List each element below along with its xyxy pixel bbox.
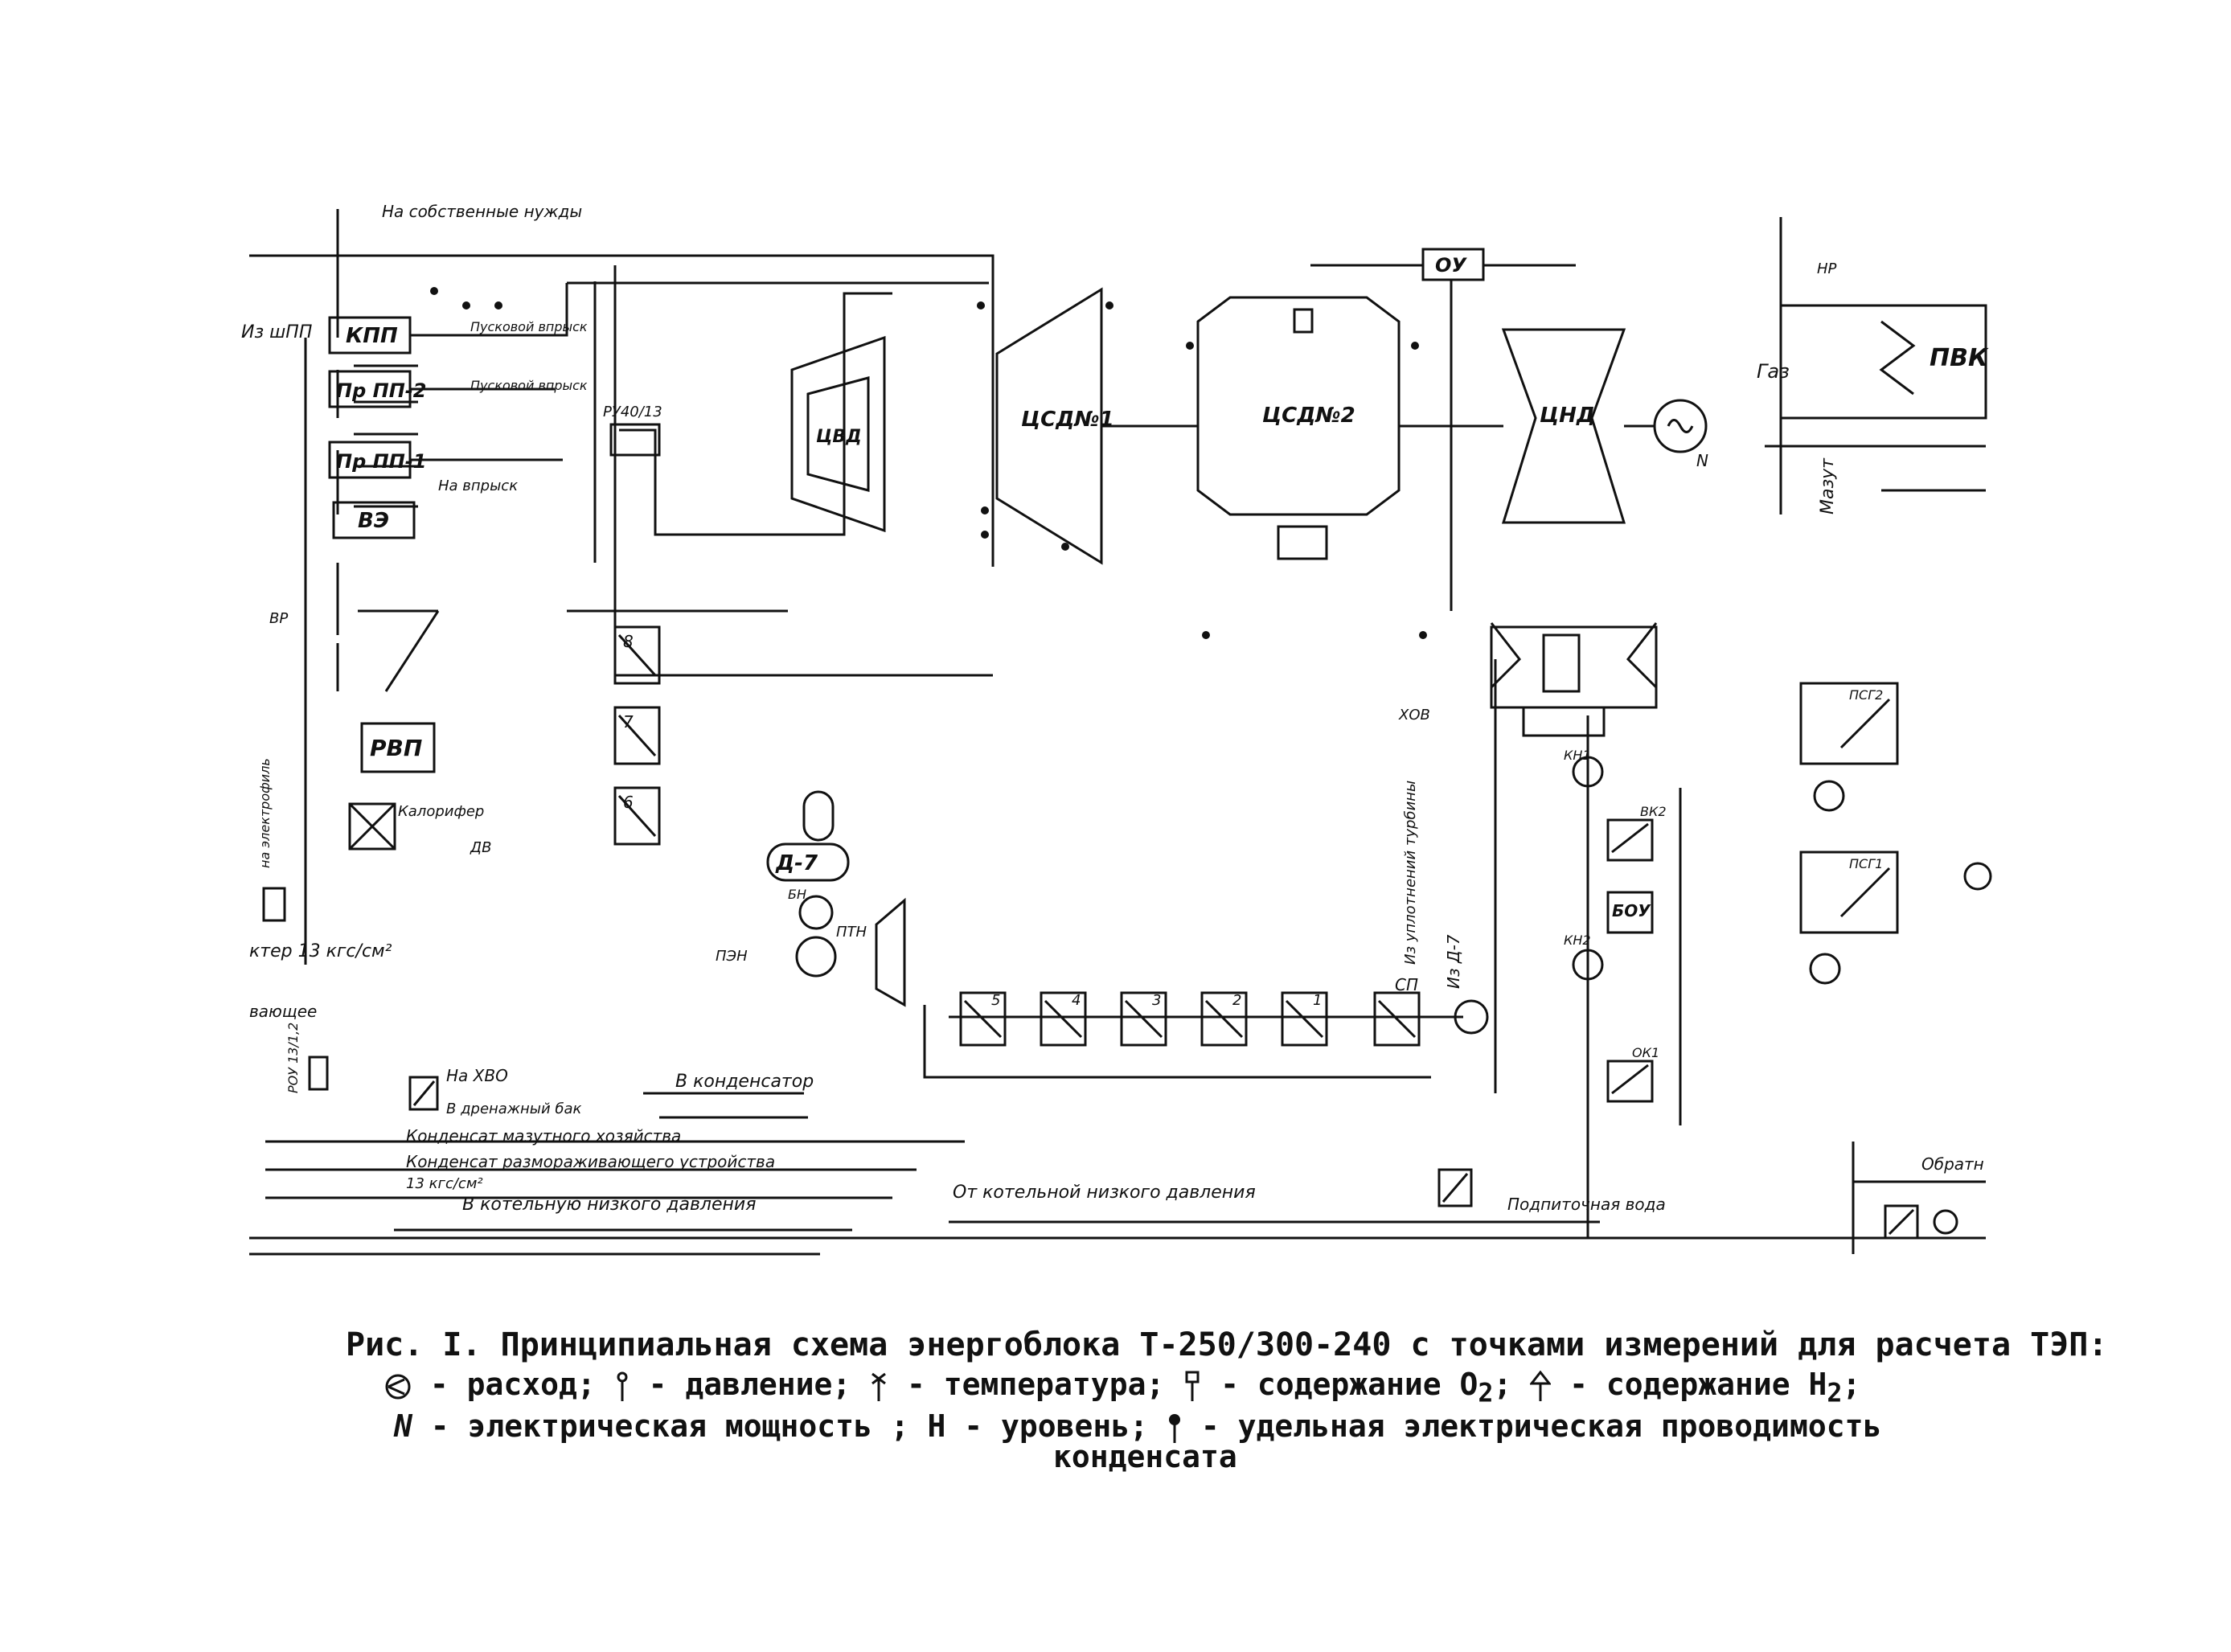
kpp-label: КПП [346, 324, 398, 348]
cvd-label: ЦВД [816, 427, 862, 447]
p13-label: 13 кгс/см² [406, 1175, 483, 1192]
hp7-label: 7 [623, 712, 634, 732]
cnd-shape [1501, 328, 1626, 524]
lp4-label: 4 [1072, 992, 1081, 1009]
hp6-box [613, 786, 661, 846]
boiler-low-label: В котельную низкого давления [462, 1195, 756, 1215]
flow-meter-icon [385, 1374, 411, 1399]
startup-injection-2-label: Пусковой впрыск [470, 378, 588, 393]
legend-level: - уровень; [964, 1408, 1149, 1444]
caption-title: Рис. I. Принципиальная схема энергоблока… [346, 1326, 2108, 1363]
own-needs-label: На собственные нужды [382, 202, 582, 221]
left-fragment-label: вающее [249, 1002, 317, 1021]
legend-conductivity: - удельная электрическая проводимость [1200, 1408, 1882, 1444]
psg2-label: ПСГ2 [1849, 687, 1883, 703]
csd2-shape [1196, 296, 1401, 516]
kn2-label: КН2 [1564, 933, 1591, 948]
lp-heaters [959, 991, 1421, 1047]
ptn-label: ПТН [836, 924, 867, 941]
legend-o2: - содержание O [1220, 1367, 1478, 1402]
rvp-box [360, 722, 436, 773]
pressure-icon [617, 1371, 628, 1401]
psg1-label: ПСГ1 [1849, 856, 1883, 871]
caption-legend-line3: конденсата [1053, 1439, 1237, 1474]
csd2-label: ЦСД№2 [1262, 404, 1355, 428]
d7-tank [766, 842, 850, 882]
lp2-label: 2 [1232, 992, 1241, 1009]
hp7-box [613, 706, 661, 765]
vr-label: ВР [269, 610, 288, 627]
from-d7-label: Из Д-7 [1444, 934, 1463, 989]
d7-label: Д-7 [775, 851, 818, 875]
lp1-label: 1 [1313, 992, 1322, 1009]
bou-label: БОУ [1612, 901, 1651, 920]
gas-label: Газ [1757, 360, 1790, 383]
ve-label: ВЭ [358, 509, 389, 533]
o2-icon [1185, 1371, 1200, 1401]
ru-box [609, 423, 661, 457]
mazut-condensate-label: Конденсат мазутного хозяйства [406, 1126, 681, 1146]
rvp-label: РВП [370, 735, 422, 761]
ou-label: ОУ [1435, 254, 1467, 277]
from-seals-label: Из уплотнений турбины [1402, 781, 1419, 965]
generator-n-label: N [1696, 451, 1708, 470]
psg2-box [1799, 682, 1899, 765]
return-label: Обратн [1921, 1154, 1984, 1174]
thaw-condensate-label: Конденсат размораживающего устройства [406, 1152, 775, 1171]
lp5-label: 5 [991, 992, 1000, 1009]
temperature-icon [871, 1372, 887, 1401]
cnd-label: ЦНД [1540, 404, 1595, 428]
legend-pressure: - давление; [648, 1367, 851, 1402]
to-hvo-label: На ХВО [446, 1066, 508, 1085]
ve-box [332, 501, 416, 539]
legend-h2: - содержание H [1569, 1367, 1827, 1402]
h2-icon [1530, 1370, 1552, 1401]
vk2-label: ВК2 [1640, 804, 1667, 819]
cvd-shape [790, 335, 886, 533]
rou-label: РОУ 13/1,2 [285, 1023, 301, 1093]
lp3-label: 3 [1152, 992, 1161, 1009]
drain-tank-label: В дренажный бак [446, 1101, 582, 1117]
collector13-label: ктер 13 кгс/см² [249, 941, 392, 961]
legend-power-symbol: N [394, 1408, 412, 1444]
startup-injection-1-label: Пусковой впрыск [470, 319, 588, 334]
legend-temperature: - температура; [907, 1367, 1165, 1402]
mazut-label: Мазут [1818, 457, 1838, 514]
to-injection-label: На впрыск [438, 478, 518, 494]
khov-label: ХОВ [1398, 707, 1430, 724]
makeup-water-label: Подпиточная вода [1507, 1195, 1666, 1214]
from-shpp-label: Из шПП [241, 322, 312, 342]
csd1-shape [995, 287, 1103, 565]
caption-legend-line2: N - электрическая мощность ; Н - уровень… [394, 1408, 1881, 1445]
legend-level-symbol: Н [927, 1408, 946, 1444]
hp6-label: 6 [623, 793, 634, 812]
calorifer-label: Калорифер [398, 803, 484, 820]
csd1-label: ЦСД№1 [1021, 408, 1114, 432]
sp-label: СП [1395, 975, 1418, 994]
legend-o2-sub: 2 [1478, 1379, 1494, 1408]
left-vertical-label: на электрофиль [257, 758, 273, 868]
legend-h2-sub: 2 [1827, 1379, 1843, 1408]
pen-label: ПЭН [716, 948, 748, 965]
pr-pp1-label: Пр ПП-1 [336, 450, 426, 473]
ru-label: РУ40/13 [603, 404, 662, 420]
dv-label: ДВ [470, 839, 491, 856]
to-condenser-label: В конденсатор [675, 1072, 814, 1092]
pr-pp2-label: Пр ПП-2 [336, 379, 426, 402]
conductivity-icon [1168, 1413, 1180, 1443]
calorifer-box [348, 802, 396, 851]
caption-legend-line1: - расход; - давление; - температура; - с… [384, 1367, 1860, 1408]
np-label: НР [1817, 260, 1837, 277]
kn1-label: КН1 [1564, 748, 1591, 763]
from-boiler-low-label: От котельной низкого давления [953, 1183, 1256, 1203]
hp8-label: 8 [623, 632, 634, 651]
psg1-box [1799, 851, 1899, 934]
pvk-label: ПВК [1930, 344, 1989, 372]
ok1-label: ОК1 [1632, 1045, 1659, 1060]
bn-label: БН [788, 887, 806, 902]
legend-power: - электрическая мощность ; [430, 1408, 909, 1444]
hp8-box [613, 625, 661, 685]
legend-flow: - расход; [429, 1367, 596, 1402]
